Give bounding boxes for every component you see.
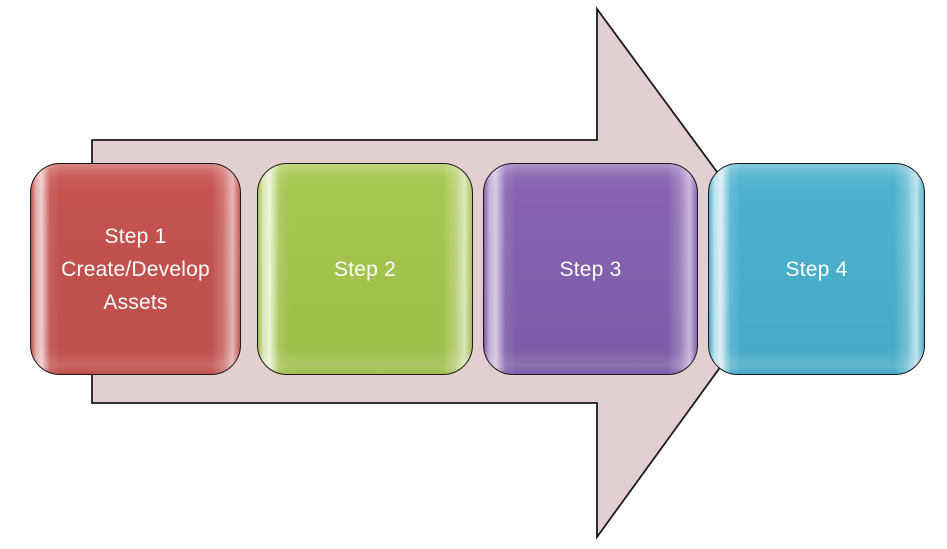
- step-box-1[interactable]: Step 1 Create/Develop Assets: [30, 163, 241, 375]
- step-box-4-label-stack: Step 4: [780, 253, 854, 286]
- step-box-1-line-2: Create/Develop: [61, 257, 210, 281]
- step-box-3-line-1: Step 3: [559, 257, 622, 281]
- step-box-1-line-3: Assets: [103, 290, 168, 314]
- step-box-2[interactable]: Step 2: [257, 163, 473, 375]
- step-box-1-label-stack: Step 1 Create/Develop Assets: [55, 220, 216, 319]
- step-box-1-line-1: Step 1: [104, 224, 167, 248]
- step-box-3-label-stack: Step 3: [554, 253, 628, 286]
- step-box-2-line-1: Step 2: [334, 257, 396, 281]
- step-box-4[interactable]: Step 4: [708, 163, 925, 375]
- step-box-3[interactable]: Step 3: [483, 163, 698, 375]
- step-box-4-line-1: Step 4: [785, 257, 848, 281]
- step-box-2-label-stack: Step 2: [328, 253, 402, 286]
